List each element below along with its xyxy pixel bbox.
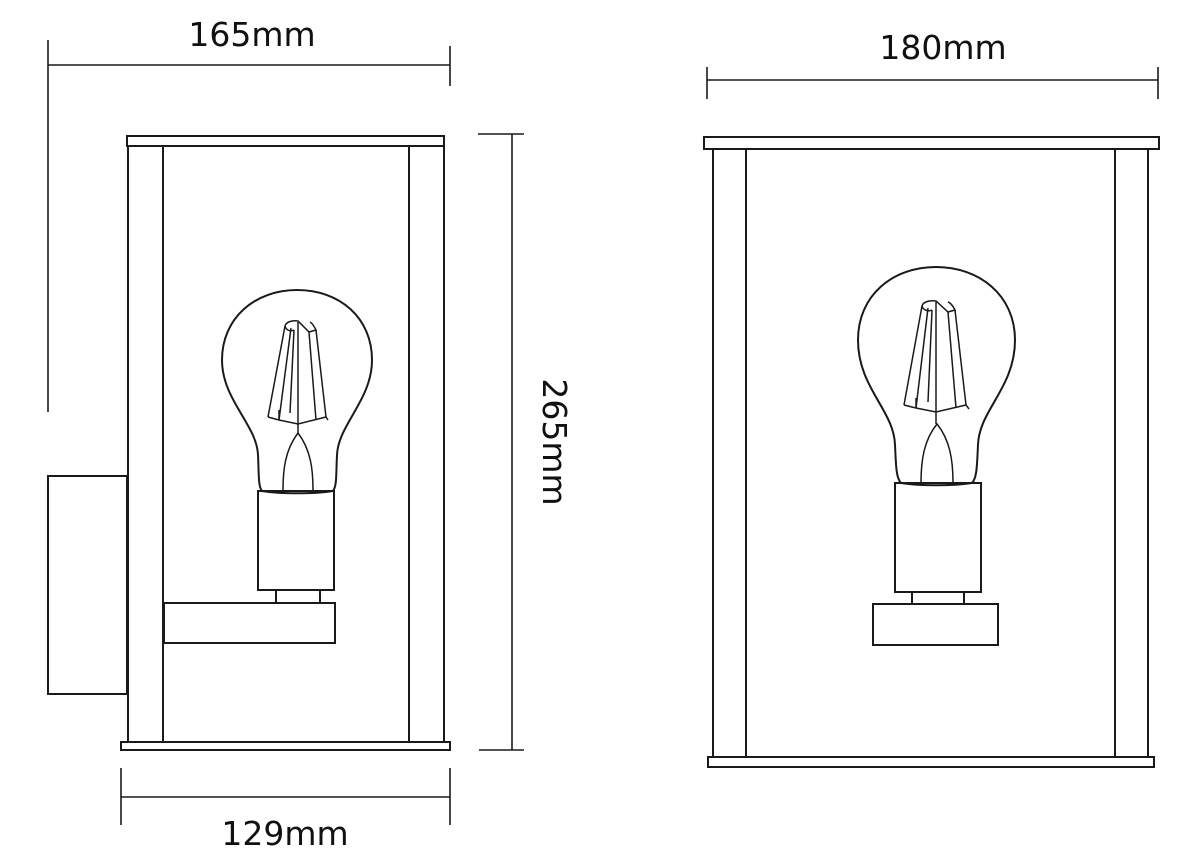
base-width-label: 129mm [221,814,348,853]
base-width-dimension: 129mm [120,768,451,853]
front-filament-1 [903,305,923,406]
side-holder-neck [275,589,321,604]
width-label: 180mm [879,28,1006,67]
front-filament-4 [947,311,957,409]
wall-mount-plate [47,475,128,695]
side-bulb-glass [220,288,374,495]
front-filament-bottom [903,404,970,413]
side-filament-1 [267,325,286,418]
front-filament-3 [927,309,933,403]
side-lamp-holder [257,490,335,591]
side-bulb-stem [282,431,314,491]
side-filament-bulb-icon [220,288,374,495]
front-bottom-cap [707,756,1155,768]
projection-dimension: 165mm [47,15,451,412]
side-filament-top [284,320,318,333]
side-filament-bottom [267,416,329,425]
front-lamp-holder [894,482,982,593]
projection-label: 165mm [188,15,315,54]
front-filament-top [921,300,957,313]
front-bulb-glass [856,265,1017,487]
front-filament-5 [954,309,967,406]
side-filament-2 [278,327,292,421]
side-arm [163,602,336,644]
side-filament-4 [308,331,317,421]
side-filament-5 [315,329,327,418]
front-top-cap [703,136,1160,150]
front-filament-top-curve [921,305,933,312]
side-view: 165mm [47,15,574,853]
width-dimension: 180mm [706,28,1159,99]
front-filament-2 [915,307,929,409]
front-filament-bulb-icon [856,265,1017,487]
side-filament-top-curve [284,325,295,332]
height-label: 265mm [535,378,574,505]
front-bulb-stem [920,422,954,484]
height-dimension: 265mm [478,133,574,751]
front-holder-neck [911,591,965,605]
front-arm-end [872,603,999,646]
front-view: 180mm [703,28,1160,768]
side-filament-3 [289,329,295,414]
side-bottom-cap [120,741,451,751]
side-top-cap [126,135,445,147]
